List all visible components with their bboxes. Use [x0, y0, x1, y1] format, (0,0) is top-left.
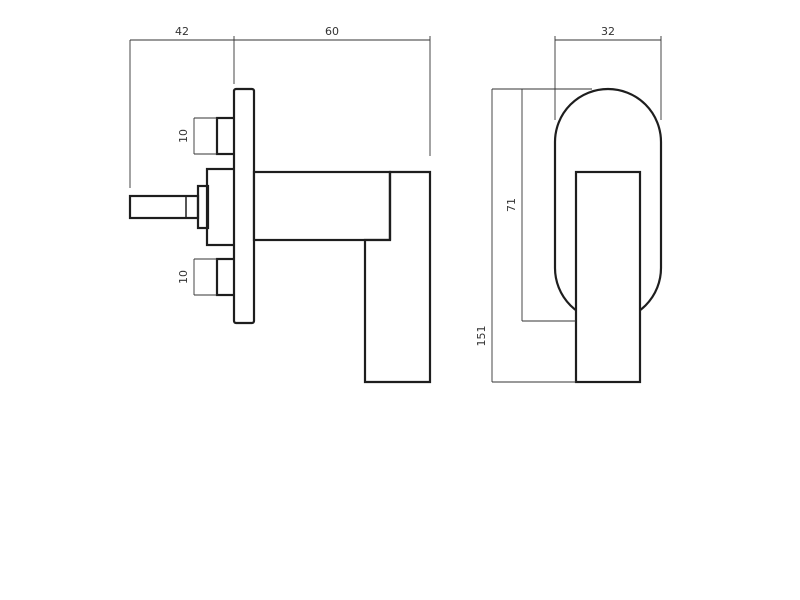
dimension-upper-screw: 10 [177, 117, 217, 155]
dimension-rose-width: 32 [554, 25, 662, 120]
spindle [128, 194, 200, 220]
rose-plate [232, 87, 256, 325]
dimension-10-lower-label: 10 [177, 270, 190, 284]
dimension-top: 42 60 [129, 25, 431, 188]
side-view [128, 87, 432, 384]
dimension-60-label: 60 [325, 25, 339, 38]
dimension-42-label: 42 [175, 25, 189, 38]
handle-neck [252, 170, 392, 242]
dimension-71-label: 71 [505, 198, 518, 212]
dimension-151-label: 151 [475, 326, 488, 347]
dimension-32-label: 32 [601, 25, 615, 38]
front-view [553, 87, 663, 384]
dimension-total-height: 151 [475, 88, 576, 383]
dimension-lower-screw: 10 [177, 258, 217, 296]
shaft-boss [205, 167, 237, 247]
dimension-rose-height: 71 [505, 88, 592, 322]
dimension-10-upper-label: 10 [177, 129, 190, 143]
lever-front [574, 170, 642, 384]
